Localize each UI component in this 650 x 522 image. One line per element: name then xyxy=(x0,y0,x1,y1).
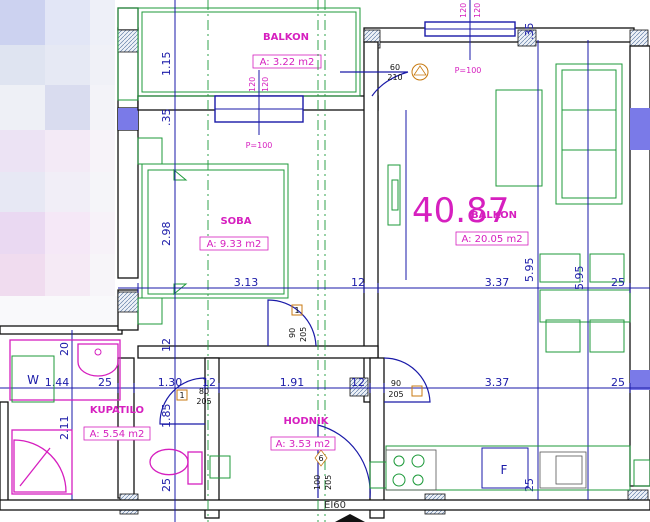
bathroom-door-height: 205 xyxy=(196,397,211,406)
washer-label: W xyxy=(27,373,39,387)
room-area-hodnik: A: 3.53 m2 xyxy=(276,439,331,450)
room-area-box-hodnik xyxy=(270,436,336,451)
top-window-h1: 120 xyxy=(459,3,468,18)
mid-window-h1: 120 xyxy=(248,77,257,92)
dim-337-b: 3.37 xyxy=(485,376,510,389)
hall-door-height: 205 xyxy=(388,390,403,399)
dim-12-d: 12 xyxy=(351,376,365,389)
hall-door xyxy=(383,357,431,403)
hall-door-width: 90 xyxy=(391,379,401,388)
soba-door-tag: 1 xyxy=(294,306,299,315)
room-area-box-balkon-main xyxy=(455,231,529,246)
room-area-box-kupatilo xyxy=(83,426,151,441)
dim-595-a: 5.95 xyxy=(523,258,536,283)
top-window xyxy=(424,0,516,60)
top-balcony xyxy=(117,7,361,101)
entry-door-tag: 6 xyxy=(318,454,323,463)
dim-115: 1.15 xyxy=(160,52,173,77)
mid-window-h2: 120 xyxy=(261,77,270,92)
dim-35-top-right: .35 xyxy=(523,23,536,41)
dim-337-a: 3.37 xyxy=(485,276,510,289)
dim-35-left: .35 xyxy=(160,109,173,127)
soba-door xyxy=(267,299,317,347)
dim-298: 2.98 xyxy=(160,222,173,247)
dim-211: 2.11 xyxy=(58,416,71,441)
dim-595-b: 5.95 xyxy=(573,266,586,291)
dim-12-b: 12 xyxy=(160,338,173,352)
dim-row-1 xyxy=(118,283,650,293)
room-area-box-soba xyxy=(199,236,269,251)
fridge-label: F xyxy=(501,463,508,477)
total-area: 40.87 xyxy=(412,191,509,231)
bathroom-door-tag: 1 xyxy=(179,391,184,400)
room-area-soba: A: 9.33 m2 xyxy=(207,239,262,250)
entry-door-height: 205 xyxy=(324,475,333,490)
room-name-kupatilo: KUPATILO xyxy=(90,405,144,416)
dim-130: 1.30 xyxy=(158,376,183,389)
dim-191: 1.91 xyxy=(280,376,305,389)
dim-20: 20 xyxy=(58,342,71,356)
room-area-balkon-main: A: 20.05 m2 xyxy=(461,234,522,245)
kitchen xyxy=(369,445,650,491)
room-name-hodnik: HODNIK xyxy=(283,416,329,427)
dim-12-a: 12 xyxy=(351,276,365,289)
room-name-balkon-top: BALKON xyxy=(263,32,309,43)
dim-25-c: 25 xyxy=(611,376,625,389)
entry-door-width: 100 xyxy=(313,475,322,490)
balcony-door-height: 210 xyxy=(387,73,402,82)
room-area-balkon-top: A: 3.22 m2 xyxy=(260,57,315,68)
dim-row-2 xyxy=(0,383,650,393)
dim-185: 1.85 xyxy=(160,404,173,429)
bathroom-door-width: 80 xyxy=(199,387,209,396)
bathroom-door xyxy=(159,377,206,425)
soba-bed xyxy=(137,137,289,325)
room-area-kupatilo: A: 5.54 m2 xyxy=(90,429,145,440)
dim-25-d: 25 xyxy=(160,478,173,492)
bathroom-fixtures xyxy=(9,339,231,495)
soba-door-height: 205 xyxy=(299,327,308,342)
dim-25-b: 25 xyxy=(98,376,112,389)
top-window-h2: 120 xyxy=(473,3,482,18)
balcony-door-width: 60 xyxy=(390,63,400,72)
room-name-balkon-main: BALKON xyxy=(471,210,517,221)
dim-25-a: 25 xyxy=(611,276,625,289)
dim-313: 3.13 xyxy=(234,276,259,289)
living-furniture xyxy=(387,63,631,353)
balcony-door xyxy=(340,63,429,97)
dim-144: 1.44 xyxy=(45,376,70,389)
soba-door-width: 90 xyxy=(288,328,297,338)
living-dims xyxy=(405,40,589,500)
dim-12-c: 12 xyxy=(202,376,216,389)
mid-window xyxy=(214,70,304,135)
mid-window-sill: P=100 xyxy=(246,141,273,150)
top-window-sill: P=100 xyxy=(455,66,482,75)
entry-door-fire-rating: EI60 xyxy=(324,500,346,511)
blurred-area xyxy=(0,0,118,326)
room-name-soba: SOBA xyxy=(220,216,251,227)
